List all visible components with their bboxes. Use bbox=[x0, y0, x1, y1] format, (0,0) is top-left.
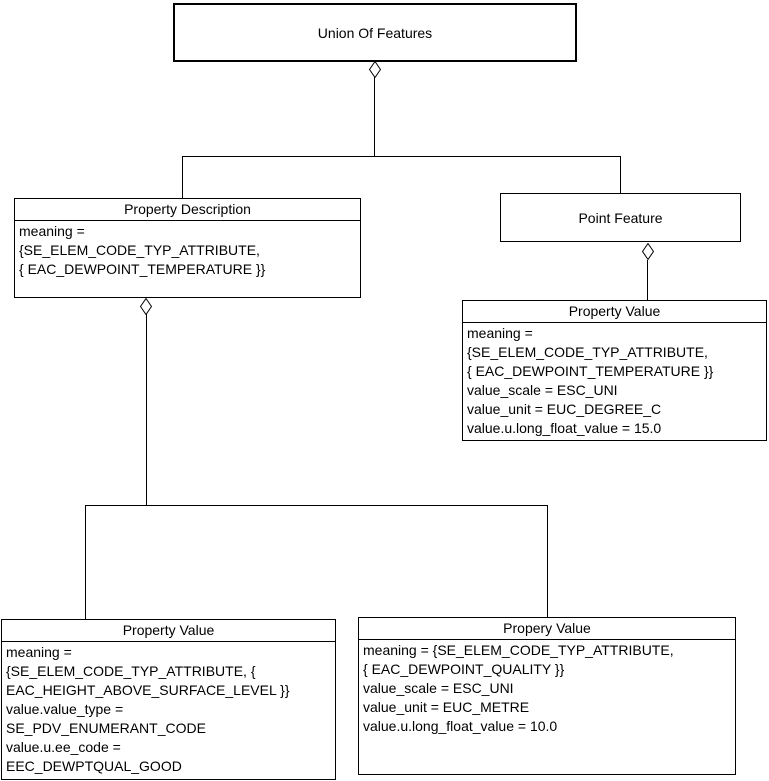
aggregation-diamond-icon bbox=[369, 61, 381, 78]
attribute-line: meaning = bbox=[6, 644, 72, 660]
node-property-description: Property Description meaning = {SE_ELEM_… bbox=[14, 198, 361, 298]
connector-line bbox=[85, 505, 548, 506]
attribute-line: value_scale = ESC_UNI bbox=[363, 680, 514, 696]
connector-line bbox=[547, 506, 548, 617]
attribute-line: value_scale = ESC_UNI bbox=[467, 382, 618, 398]
attribute-line: value_unit = EUC_METRE bbox=[363, 699, 530, 715]
attribute-line: value.u.long_float_value = 15.0 bbox=[467, 420, 662, 436]
connector-line bbox=[620, 157, 621, 193]
node-property-value-height: Property Value meaning = {SE_ELEM_CODE_T… bbox=[1, 619, 336, 780]
connector-line bbox=[374, 77, 375, 156]
attribute-line: meaning = bbox=[467, 325, 533, 341]
attribute-line: { EAC_DEWPOINT_TEMPERATURE }} bbox=[19, 261, 266, 277]
node-title: Property Description bbox=[15, 199, 360, 221]
node-union-of-features: Union Of Features bbox=[173, 3, 577, 62]
aggregation-diamond-icon bbox=[642, 243, 654, 260]
attribute-line: meaning = bbox=[19, 223, 85, 239]
attribute-line: {SE_ELEM_CODE_TYP_ATTRIBUTE, bbox=[467, 344, 708, 360]
attribute-line: meaning = {SE_ELEM_CODE_TYP_ATTRIBUTE, bbox=[363, 642, 674, 658]
node-attributes: meaning = {SE_ELEM_CODE_TYP_ATTRIBUTE, {… bbox=[15, 221, 360, 279]
node-property-value-temperature: Property Value meaning = {SE_ELEM_CODE_T… bbox=[462, 300, 767, 441]
attribute-line: {SE_ELEM_CODE_TYP_ATTRIBUTE, bbox=[19, 242, 260, 258]
attribute-line: SE_PDV_ENUMERANT_CODE bbox=[6, 720, 206, 736]
attribute-line: EAC_HEIGHT_ABOVE_SURFACE_LEVEL }} bbox=[6, 682, 290, 698]
node-point-feature: Point Feature bbox=[500, 193, 741, 242]
node-attributes: meaning = {SE_ELEM_CODE_TYP_ATTRIBUTE, {… bbox=[463, 323, 766, 438]
attribute-line: { EAC_DEWPOINT_TEMPERATURE }} bbox=[467, 363, 714, 379]
connector-line bbox=[647, 260, 648, 301]
node-propery-value-quality: Propery Value meaning = {SE_ELEM_CODE_TY… bbox=[358, 617, 736, 775]
attribute-line: value_unit = EUC_DEGREE_C bbox=[467, 401, 662, 417]
attribute-line: {SE_ELEM_CODE_TYP_ATTRIBUTE, { bbox=[6, 663, 256, 679]
aggregation-diamond-icon bbox=[140, 298, 152, 315]
attribute-line: EEC_DEWPTQUAL_GOOD bbox=[6, 758, 182, 774]
node-attributes: meaning = {SE_ELEM_CODE_TYP_ATTRIBUTE, {… bbox=[359, 640, 735, 736]
attribute-line: value.u.long_float_value = 10.0 bbox=[363, 718, 558, 734]
node-attributes: meaning = {SE_ELEM_CODE_TYP_ATTRIBUTE, {… bbox=[2, 642, 335, 776]
node-title: Point Feature bbox=[578, 209, 663, 226]
attribute-line: { EAC_DEWPOINT_QUALITY }} bbox=[363, 661, 565, 677]
connector-line bbox=[182, 157, 183, 198]
attribute-line: value.u.ee_code = bbox=[6, 739, 121, 755]
node-title: Property Value bbox=[2, 620, 335, 642]
node-title: Union Of Features bbox=[317, 24, 433, 41]
node-title: Property Value bbox=[463, 301, 766, 323]
attribute-line: value.value_type = bbox=[6, 701, 124, 717]
node-title: Propery Value bbox=[359, 618, 735, 640]
connector-line bbox=[146, 314, 147, 505]
connector-line bbox=[182, 156, 621, 157]
connector-line bbox=[85, 506, 86, 619]
